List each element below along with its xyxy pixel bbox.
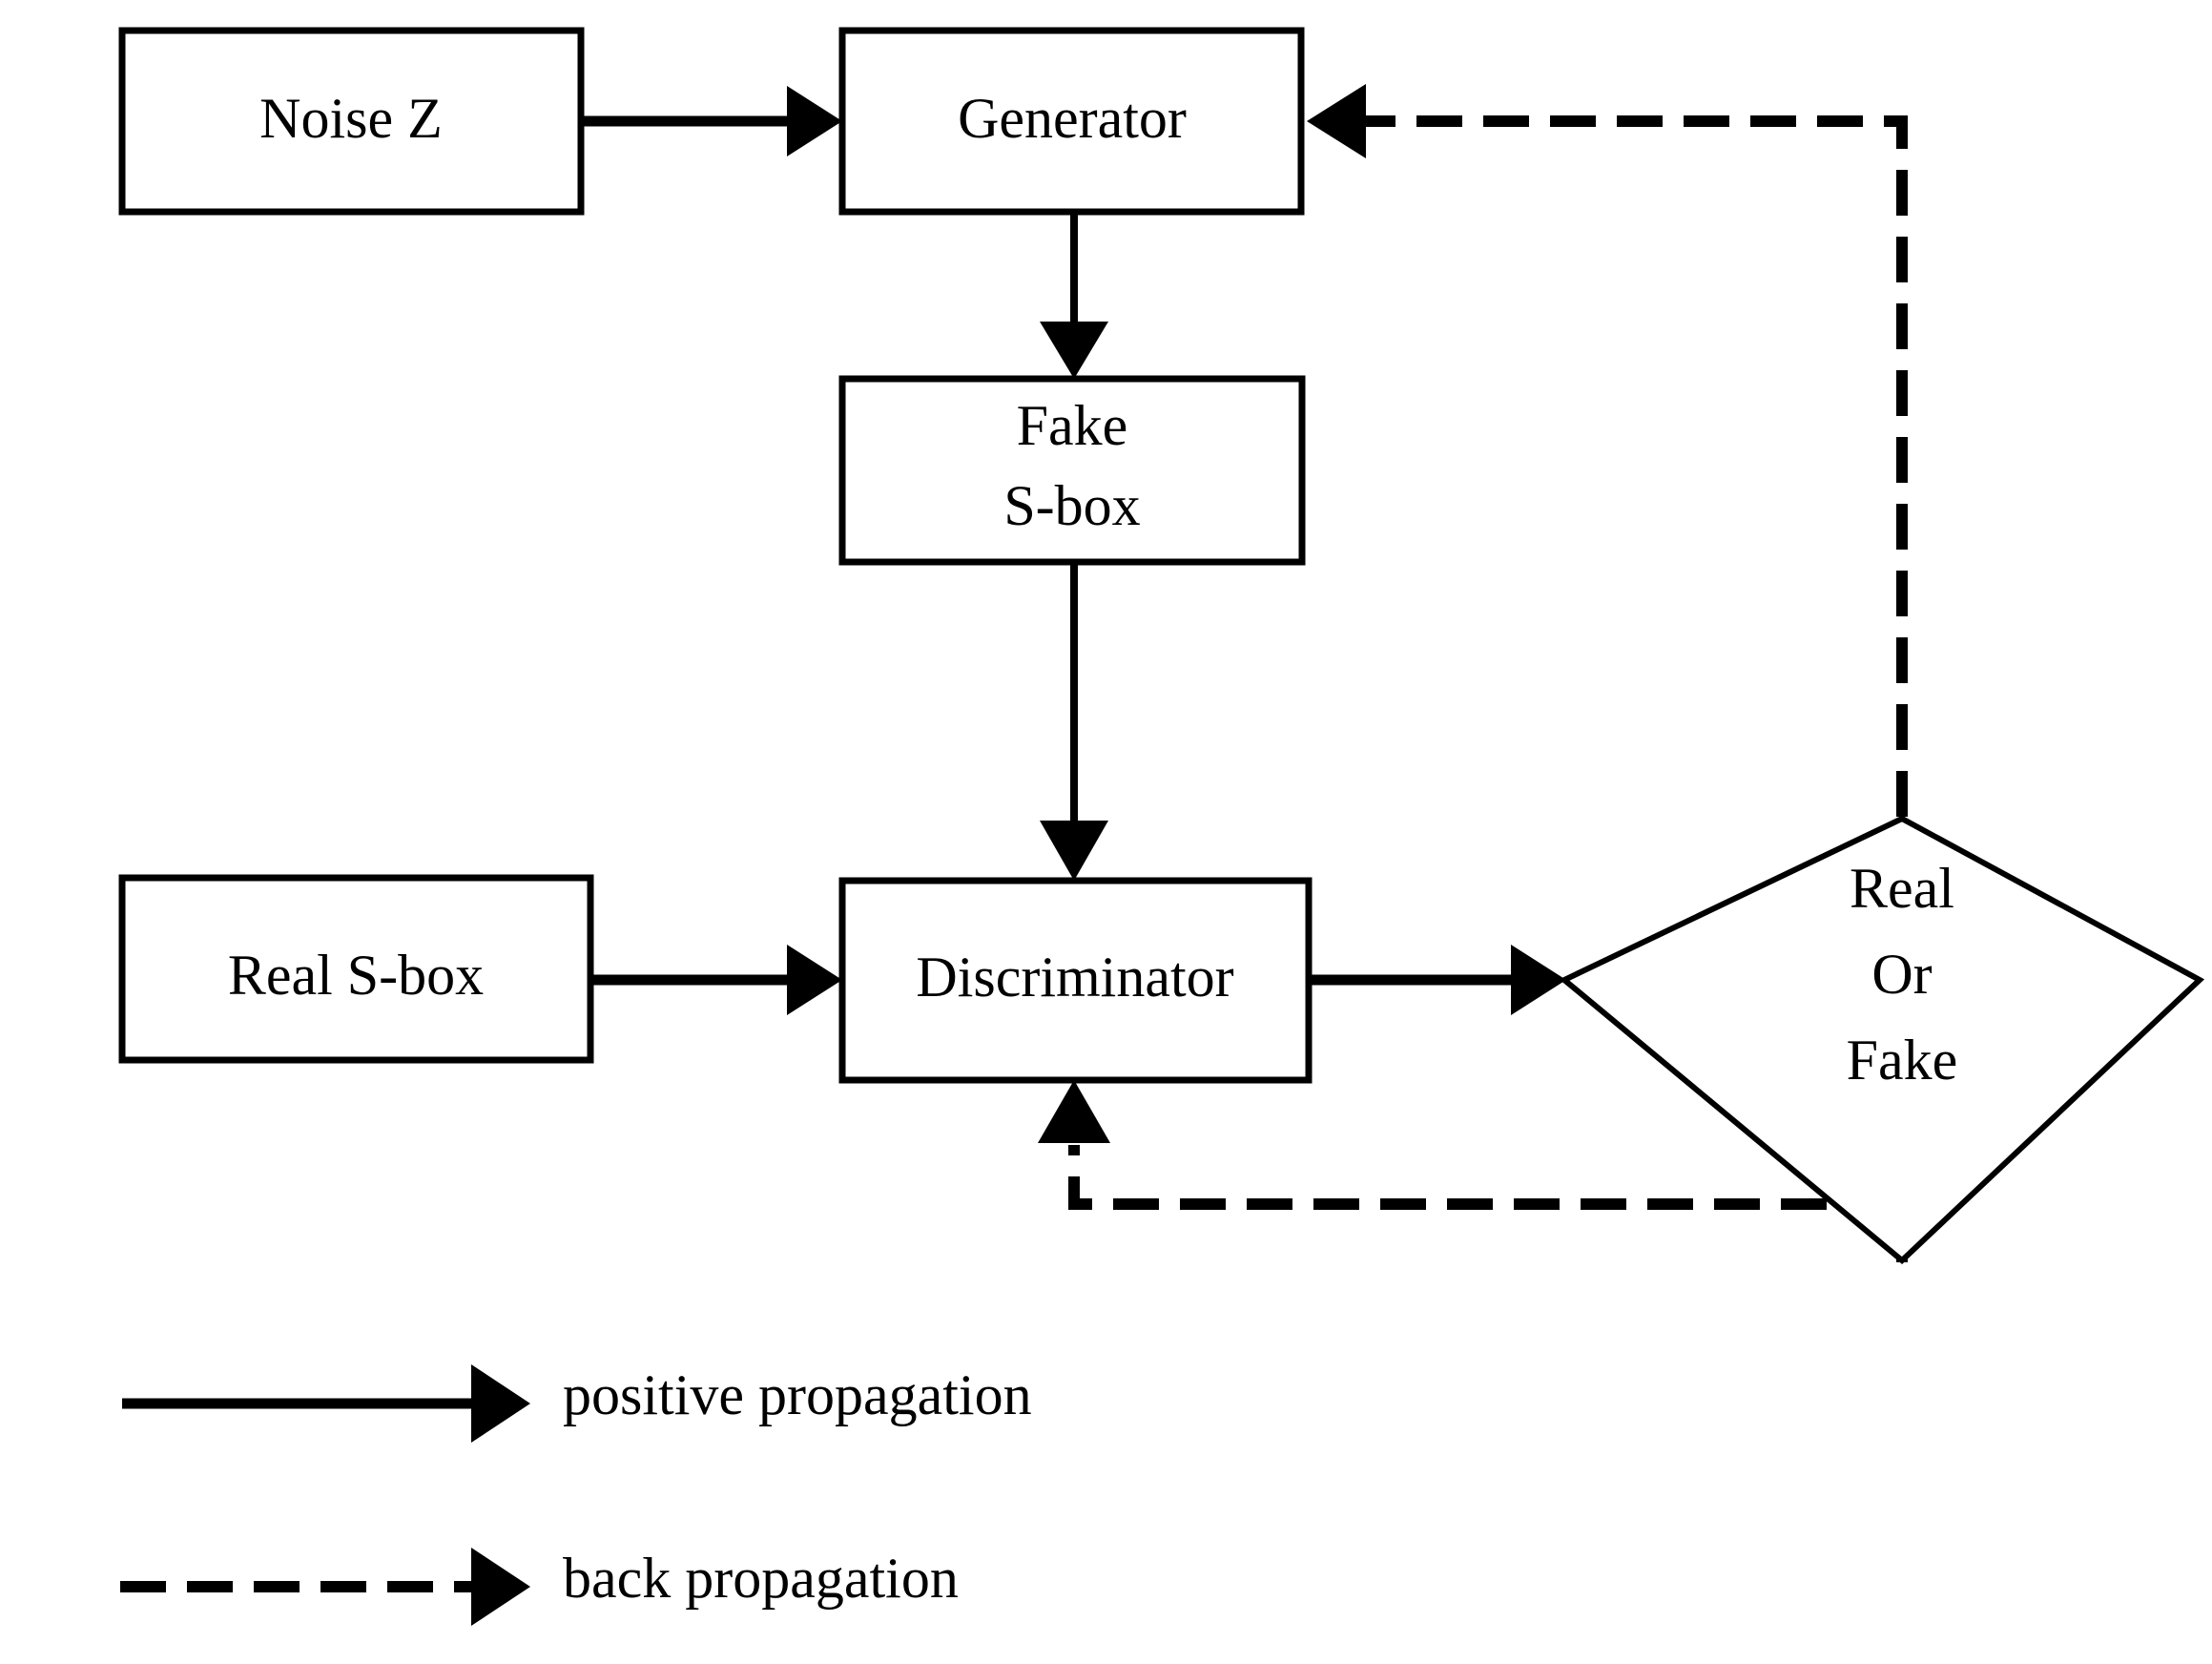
noise-z-box[interactable] [118,27,585,216]
real-sbox-box[interactable] [118,874,594,1064]
discriminator-label: Discriminator [916,946,1233,1009]
node-fake-sbox[interactable]: Fake S-box [838,375,1306,566]
legend: positive propagation back propagation [120,1363,1032,1626]
generator-box[interactable] [838,27,1305,216]
node-real-sbox[interactable]: Real S-box [118,874,594,1064]
node-discriminator[interactable]: Discriminator [838,877,1313,1084]
edge-fake-sbox-to-discriminator [1040,562,1108,881]
decision-label-line3: Fake [1847,1029,1958,1092]
node-generator[interactable]: Generator [838,27,1305,216]
fake-sbox-label-line1: Fake [1017,394,1128,457]
decision-label-line1: Real [1850,857,1954,920]
arrowhead-icon [787,86,842,156]
arrowhead-icon [1038,1080,1110,1143]
node-noise-z[interactable]: Noise Z [118,27,585,216]
arrowhead-icon [471,1364,530,1443]
node-decision-real-or-fake[interactable]: Real Or Fake [1559,815,2205,1265]
edge-real-sbox-to-discriminator [590,945,842,1015]
legend-label-back-propagation: back propagation [563,1547,959,1610]
arrowhead-icon [471,1548,530,1626]
discriminator-box[interactable] [838,877,1313,1084]
edge-decision-to-generator-backprop [1307,84,1908,817]
fake-sbox-label-line2: S-box [1003,474,1140,537]
noise-z-label: Noise Z [259,87,443,150]
decision-label-line2: Or [1871,943,1932,1006]
legend-item-back-propagation: back propagation [120,1547,959,1626]
legend-item-positive-propagation: positive propagation [122,1363,1032,1443]
arrowhead-icon [1040,821,1108,881]
arrowhead-icon [1511,945,1566,1015]
arrowhead-icon [1307,84,1366,158]
edge-generator-to-fake-sbox [1040,212,1108,379]
edge-noise-to-generator [581,86,842,156]
arrowhead-icon [1040,322,1108,379]
legend-label-positive-propagation: positive propagation [563,1363,1032,1426]
generator-label: Generator [958,87,1187,150]
real-sbox-label: Real S-box [228,944,484,1007]
arrowhead-icon [787,945,842,1015]
edge-discriminator-to-decision [1309,945,1566,1015]
decision-diamond[interactable] [1559,815,2205,1265]
fake-sbox-box[interactable] [838,375,1306,566]
